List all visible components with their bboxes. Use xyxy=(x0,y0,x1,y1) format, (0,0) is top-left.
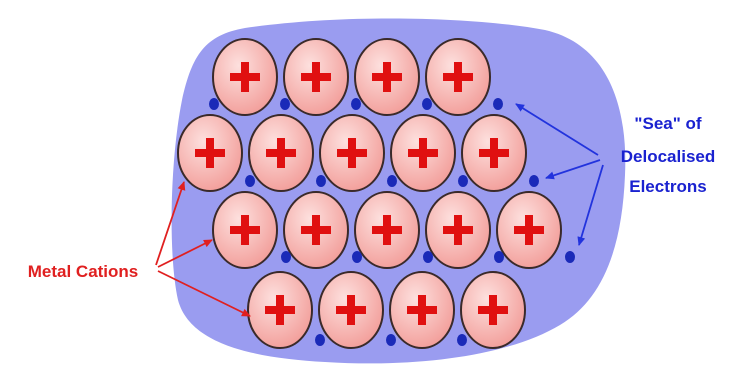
metal-cation xyxy=(355,39,419,115)
electron-dot xyxy=(245,175,255,187)
metal-cation xyxy=(462,115,526,191)
electron-dot xyxy=(457,334,467,346)
metal-cation xyxy=(320,115,384,191)
metal-cation xyxy=(390,272,454,348)
sea-label-line-1: "Sea" of xyxy=(634,114,701,133)
metal-cation xyxy=(319,272,383,348)
sea-label-line-2: Delocalised xyxy=(621,147,716,166)
electron-dot xyxy=(351,98,361,110)
metal-cation xyxy=(249,115,313,191)
electron-dot xyxy=(387,175,397,187)
metal-cation xyxy=(248,272,312,348)
electron-dot xyxy=(281,251,291,263)
electron-dot xyxy=(565,251,575,263)
metal-cation xyxy=(178,115,242,191)
metal-cation xyxy=(391,115,455,191)
electron-dot xyxy=(352,251,362,263)
metal-cation xyxy=(426,39,490,115)
sea-label: "Sea" of Delocalised Electrons xyxy=(621,114,716,196)
electron-dot xyxy=(422,98,432,110)
metal-cation xyxy=(213,39,277,115)
electron-dot xyxy=(386,334,396,346)
electron-dot xyxy=(316,175,326,187)
cations-label: Metal Cations xyxy=(28,262,139,281)
metal-cation xyxy=(461,272,525,348)
electron-dot xyxy=(458,175,468,187)
electron-dot xyxy=(494,251,504,263)
metal-cation xyxy=(284,192,348,268)
metal-cation xyxy=(497,192,561,268)
electron-dot xyxy=(493,98,503,110)
metal-cation xyxy=(355,192,419,268)
electron-dot xyxy=(529,175,539,187)
electron-dot xyxy=(209,98,219,110)
electron-dot xyxy=(315,334,325,346)
metal-cation xyxy=(213,192,277,268)
sea-label-line-3: Electrons xyxy=(629,177,706,196)
metal-cation xyxy=(284,39,348,115)
electron-dot xyxy=(423,251,433,263)
metal-cation xyxy=(426,192,490,268)
electron-dot xyxy=(280,98,290,110)
